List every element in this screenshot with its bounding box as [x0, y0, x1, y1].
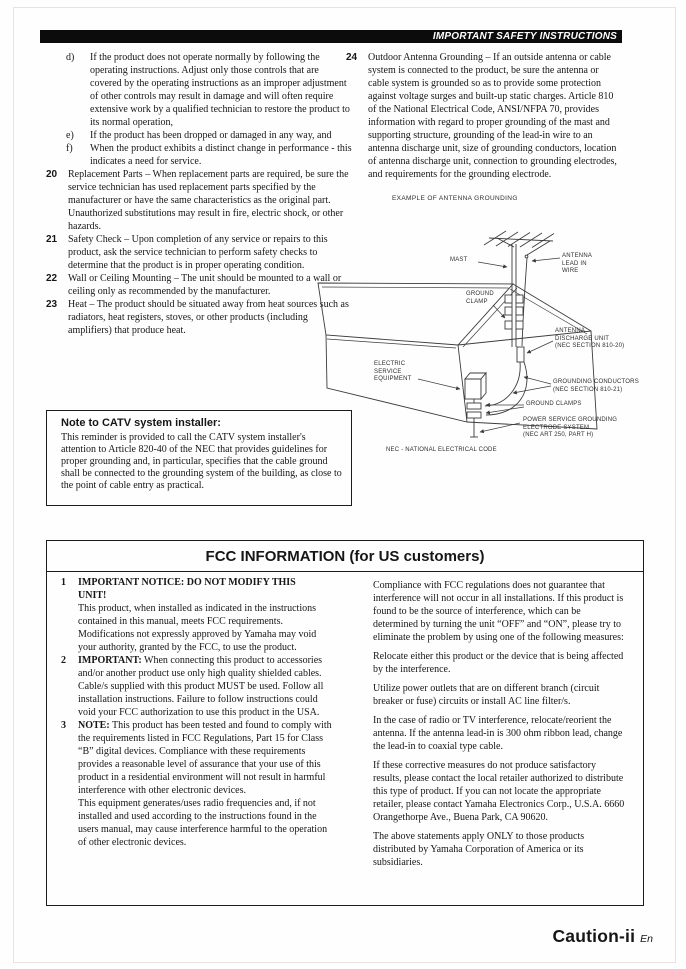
- fcc-item-3-body: This product has been tested and found t…: [78, 720, 332, 796]
- item-number: 21: [46, 234, 58, 245]
- fcc-right-paragraph: In the case of radio or TV interference,…: [373, 715, 623, 752]
- label-arrows: [417, 257, 561, 434]
- fcc-item-3: 3 NOTE: This product has been tested and…: [61, 719, 333, 849]
- item-number: 23: [46, 299, 58, 310]
- item-number: 3: [61, 720, 66, 731]
- safety-item-d: d) If the product does not operate norma…: [66, 51, 352, 129]
- fcc-item-3-body2: This equipment generates/uses radio freq…: [78, 798, 328, 848]
- grounding-conductor-curves: [484, 361, 528, 416]
- item-text: If the product has been dropped or damag…: [90, 130, 332, 141]
- label-electric-service-equipment: ELECTRIC SERVICE EQUIPMENT: [374, 361, 412, 382]
- safety-column-left: d) If the product does not operate norma…: [46, 51, 352, 337]
- antenna-discharge-unit-shape: [516, 346, 525, 363]
- fcc-title: FCC INFORMATION (for US customers): [47, 541, 643, 572]
- label-antenna-lead-in: ANTENNA LEAD IN WIRE: [562, 253, 593, 274]
- item-number: 1: [61, 577, 66, 588]
- fcc-right-paragraph: The above statements apply ONLY to those…: [373, 831, 585, 868]
- page-footer: Caution-ii En: [552, 926, 653, 947]
- safety-item-f: f) When the product exhibits a distinct …: [66, 142, 352, 168]
- catv-note-body: This reminder is provided to call the CA…: [61, 432, 342, 491]
- item-text: Outdoor Antenna Grounding – If an outsid…: [368, 52, 617, 180]
- item-text: When the product exhibits a distinct cha…: [90, 143, 352, 167]
- safety-item-e: e) If the product has been dropped or da…: [66, 129, 352, 142]
- safety-item-21: 21 Safety Check – Upon completion of any…: [46, 233, 352, 272]
- fcc-right-paragraph: Relocate either this product or the devi…: [373, 651, 624, 675]
- item-number: 20: [46, 169, 58, 180]
- antenna: [483, 230, 555, 259]
- catv-note-box: Note to CATV system installer: This remi…: [46, 410, 352, 506]
- item-label: d): [66, 52, 75, 63]
- clamps-and-units: [464, 294, 525, 438]
- item-number: 24: [346, 52, 358, 63]
- fcc-right-paragraph: Compliance with FCC regulations does not…: [373, 580, 624, 643]
- safety-item-22: 22 Wall or Ceiling Mounting – The unit s…: [46, 272, 352, 298]
- fcc-item-3-heading: NOTE:: [78, 720, 110, 731]
- item-text: Safety Check – Upon completion of any se…: [68, 234, 328, 271]
- catv-note-title: Note to CATV system installer:: [61, 417, 221, 429]
- label-antenna-discharge-unit: ANTENNA DISCHARGE UNIT (NEC SECTION 810-…: [555, 328, 625, 349]
- fcc-column-left: 1 IMPORTANT NOTICE: DO NOT MODIFY THIS U…: [61, 576, 333, 849]
- diagram-caption: EXAMPLE OF ANTENNA GROUNDING: [392, 195, 518, 202]
- header-bar: IMPORTANT SAFETY INSTRUCTIONS: [40, 30, 622, 43]
- fcc-right-paragraph: If these corrective measures do not prod…: [373, 760, 625, 823]
- fcc-item-1: 1 IMPORTANT NOTICE: DO NOT MODIFY THIS U…: [61, 576, 333, 654]
- item-label: f): [66, 143, 73, 154]
- house-outline: [317, 282, 598, 430]
- antenna-grounding-diagram: EXAMPLE OF ANTENNA GROUNDING: [310, 195, 660, 461]
- diagram-footnote: NEC - NATIONAL ELECTRICAL CODE: [386, 447, 497, 453]
- safety-item-24: 24 Outdoor Antenna Grounding – If an out…: [346, 51, 622, 181]
- page-title: IMPORTANT SAFETY INSTRUCTIONS: [432, 31, 617, 42]
- fcc-right-paragraph: Utilize power outlets that are on differ…: [373, 683, 600, 707]
- safety-item-20: 20 Replacement Parts – When replacement …: [46, 168, 352, 233]
- fcc-item-2-body: When connecting this product to accessor…: [78, 655, 324, 718]
- fcc-item-1-body: This product, when installed as indicate…: [78, 603, 317, 653]
- footer-caution-label: Caution-ii: [552, 926, 636, 946]
- antenna-grounding-drawing: [317, 230, 598, 438]
- fcc-item-2: 2 IMPORTANT: When connecting this produc…: [61, 654, 333, 719]
- label-ground-clamp: GROUND CLAMP: [466, 291, 494, 305]
- fcc-item-1-heading: IMPORTANT NOTICE: DO NOT MODIFY THIS UNI…: [78, 577, 296, 601]
- electric-service-box: [464, 378, 482, 400]
- fcc-information-box: FCC INFORMATION (for US customers) 1 IMP…: [46, 540, 644, 906]
- label-ground-clamps: GROUND CLAMPS: [526, 401, 582, 407]
- item-label: e): [66, 130, 74, 141]
- item-number: 2: [61, 655, 66, 666]
- label-grounding-conductors: GROUNDING CONDUCTORS (NEC SECTION 810-21…: [553, 379, 639, 393]
- fcc-item-2-heading: IMPORTANT:: [78, 655, 142, 666]
- safety-column-right: 24 Outdoor Antenna Grounding – If an out…: [346, 51, 622, 181]
- footer-language-tag: En: [640, 933, 653, 945]
- label-mast: MAST: [450, 257, 468, 263]
- label-power-service-grounding: POWER SERVICE GROUNDING ELECTRODE SYSTEM…: [523, 417, 618, 438]
- fcc-column-right: Compliance with FCC regulations does not…: [373, 579, 627, 875]
- item-text: Replacement Parts – When replacement par…: [68, 169, 349, 232]
- item-text: If the product does not operate normally…: [90, 52, 350, 128]
- safety-item-23: 23 Heat – The product should be situated…: [46, 298, 352, 337]
- item-text: Wall or Ceiling Mounting – The unit shou…: [68, 273, 342, 297]
- item-text: Heat – The product should be situated aw…: [68, 299, 349, 336]
- item-number: 22: [46, 273, 58, 284]
